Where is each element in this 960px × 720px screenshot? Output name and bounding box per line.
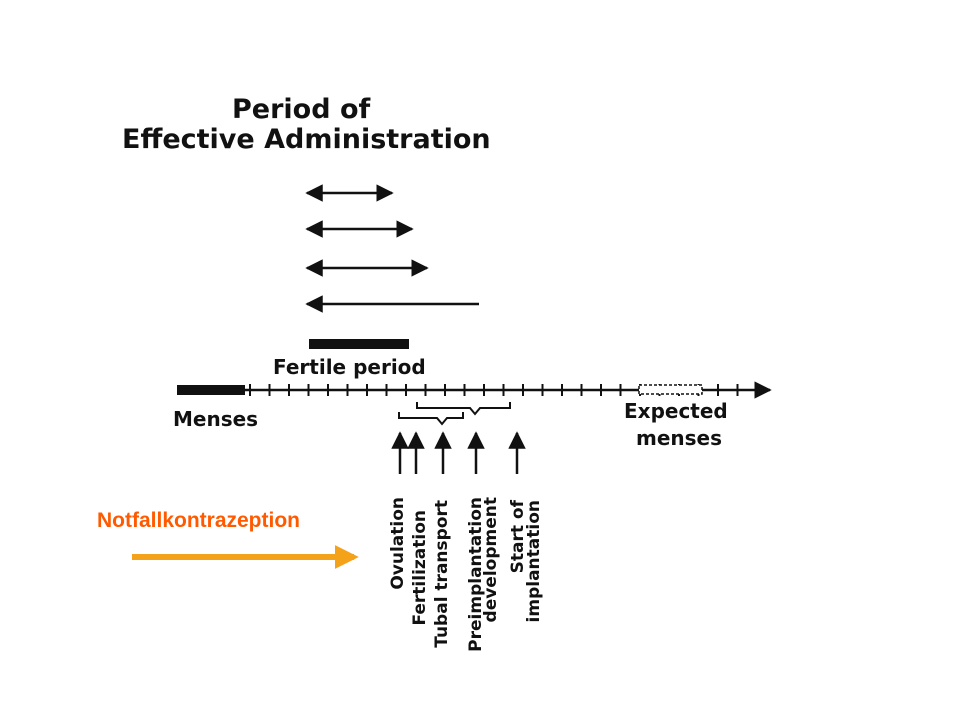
brace-short — [398, 412, 464, 426]
callout-label: Notfallkontrazeption — [97, 509, 300, 532]
brace-long — [416, 402, 511, 416]
event-label-preimplantation-line-2: development — [481, 497, 501, 622]
expected-menses-box — [638, 384, 703, 395]
event-label-implantation-line-1: Start of — [508, 499, 528, 573]
expected-menses-label-2: menses — [636, 426, 722, 450]
fertile-period-label: Fertile period — [273, 355, 426, 379]
menses-label: Menses — [173, 407, 258, 431]
event-label-preimplantation-line-1: Preimplantation — [466, 497, 486, 652]
fertile-period-bar — [309, 339, 409, 349]
expected-menses-label-1: Expected — [624, 399, 728, 423]
event-label-tubal-transport: Tubal transport — [432, 500, 452, 648]
event-label-ovulation: Ovulation — [388, 497, 408, 590]
title-line-2: Effective Administration — [122, 124, 491, 155]
title-line-1: Period of — [232, 94, 370, 125]
event-label-implantation-line-2: implantation — [524, 500, 544, 622]
event-label-fertilization: Fertilization — [410, 510, 430, 626]
